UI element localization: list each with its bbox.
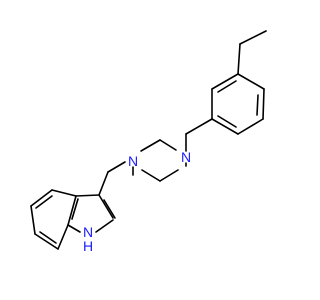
indole-benzene-ring [30,189,79,250]
molecule-diagram: N N N H [30,30,267,254]
benzyl-linker [185,118,213,152]
piperazine-nitrogen-right: N [181,149,191,165]
benzene-ring [211,73,265,135]
piperazine-ring [132,139,187,182]
ethyl-group [237,30,267,75]
ethyl-terminal-bond [239,30,267,45]
atom-labels: N N N H [83,149,191,254]
structure-canvas: N N N H [30,30,267,254]
indole-pyrrole-ring [67,194,116,233]
ethyl-aryl-bond [237,43,241,75]
indole-linker [98,161,126,196]
indole-hydrogen: H [83,238,93,254]
indole-nitrogen: N [83,224,93,240]
piperazine-nitrogen-left: N [128,153,138,169]
